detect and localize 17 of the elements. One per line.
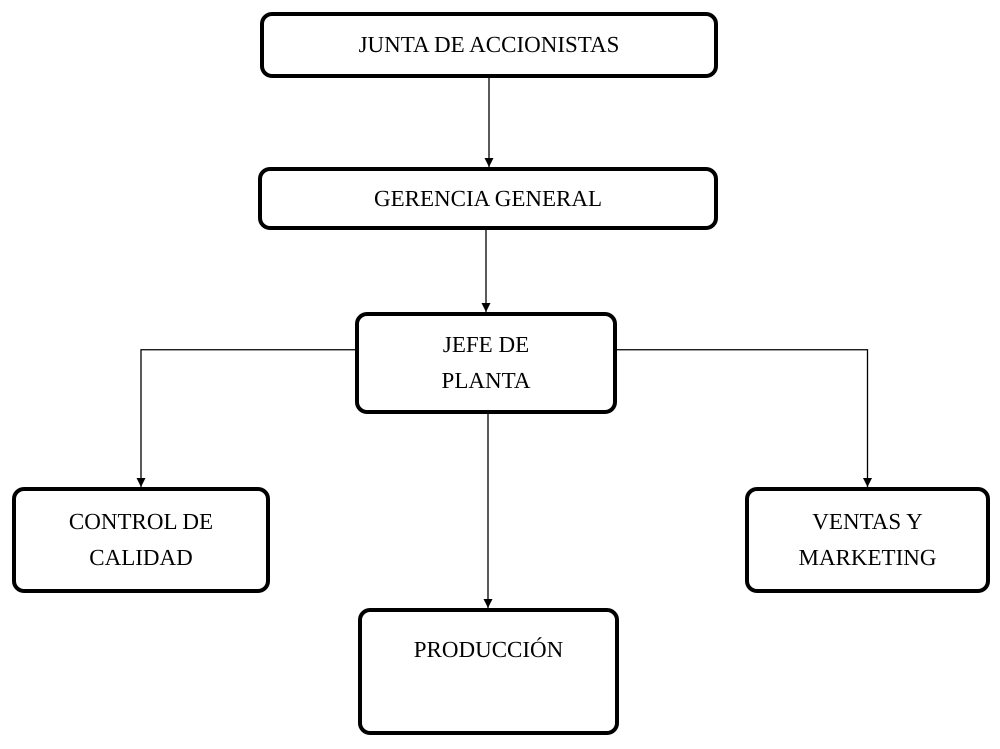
org-box [358,608,619,735]
connector-arrow [482,230,490,312]
org-box [260,12,718,78]
box-label: VENTAS Y MARKETING [798,508,938,572]
org-box [745,487,990,593]
org-box [258,167,718,230]
box-label: JUNTA DE ACCIONISTAS [358,31,620,59]
box-label: CONTROL DE CALIDAD [68,508,214,572]
connector-arrow [136,349,355,487]
org-box [355,312,617,414]
box-label: JEFE DE PLANTA [440,331,532,395]
connector-arrow [484,78,494,167]
box-label: GERENCIA GENERAL [374,184,602,212]
org-box [12,487,270,593]
connector-arrow [617,349,872,487]
connector-arrow [484,414,492,608]
box-label: PRODUCCIÓN [414,636,564,664]
